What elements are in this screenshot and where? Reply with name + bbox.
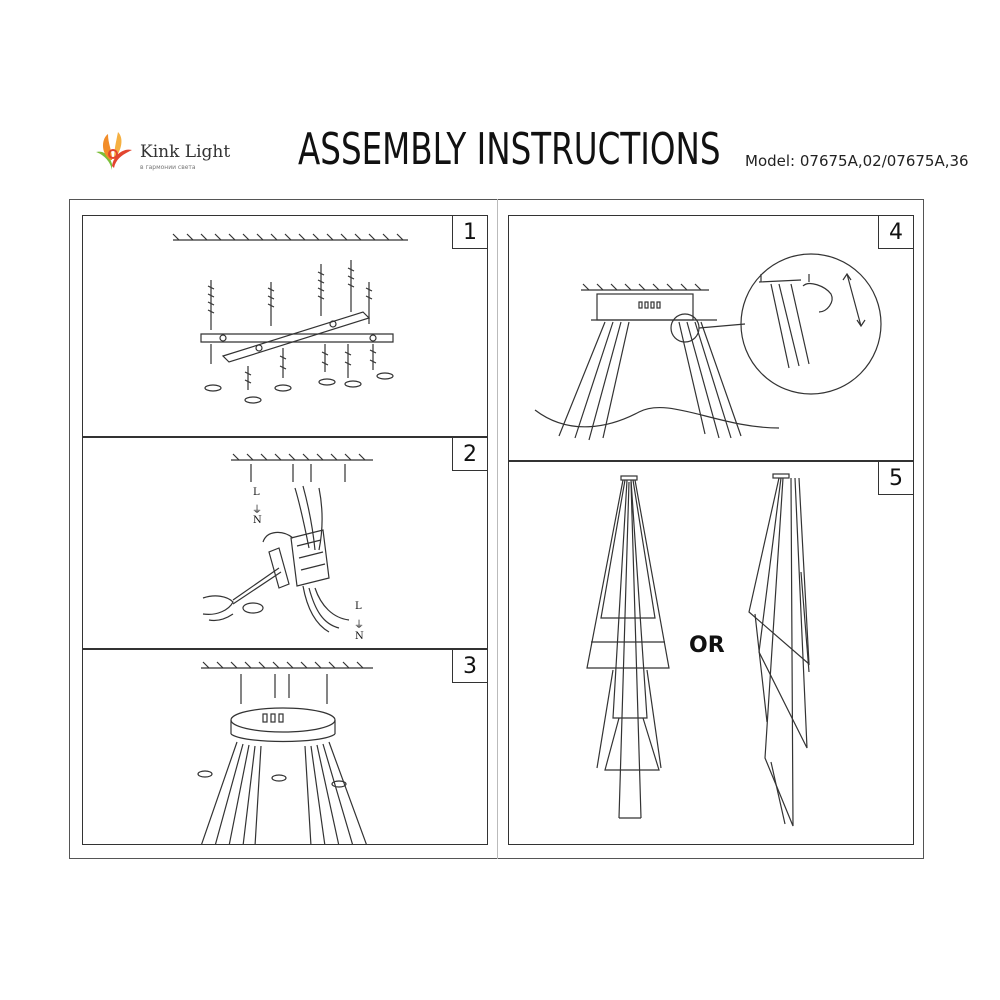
document-title: ASSEMBLY INSTRUCTIONS [298,124,721,175]
step-5-panel: 5 OR [508,461,914,845]
column-divider [497,199,498,859]
kink-light-logo-icon [96,132,132,170]
step-3-panel: 3 [82,649,488,845]
or-label: OR [689,633,725,658]
step-1-illustration [172,233,408,404]
step-3-number: 3 [452,650,487,683]
step-4-illustration [534,253,882,441]
step-4-panel: 4 [508,215,914,461]
step-2-number: 2 [452,438,487,471]
wire-label-bottom-l: L [355,601,362,612]
wire-label-top-earth: ⏚ [252,505,262,516]
step-5-illustration [586,473,810,827]
step-2-panel: 2 L ⏚ N L ⏚ N [82,437,488,649]
instruction-sheet [69,199,924,859]
step-1-number: 1 [452,216,487,249]
wire-label-top-l: L [253,487,260,498]
step-5-number: 5 [878,462,913,495]
model-number: Model: 07675A,02/07675A,36 [745,152,969,170]
brand-logo: Kink Light в гармонии света [92,130,252,180]
brand-name: Kink Light [140,142,231,162]
brand-tagline: в гармонии света [140,164,196,171]
step-2-illustration [202,453,373,633]
wire-label-bottom-earth: ⏚ [354,620,364,631]
step-1-panel: 1 [82,215,488,437]
wire-label-bottom-n: N [355,631,364,642]
step-4-number: 4 [878,216,913,249]
wire-label-top-n: N [253,515,262,526]
step-3-illustration [197,661,373,844]
